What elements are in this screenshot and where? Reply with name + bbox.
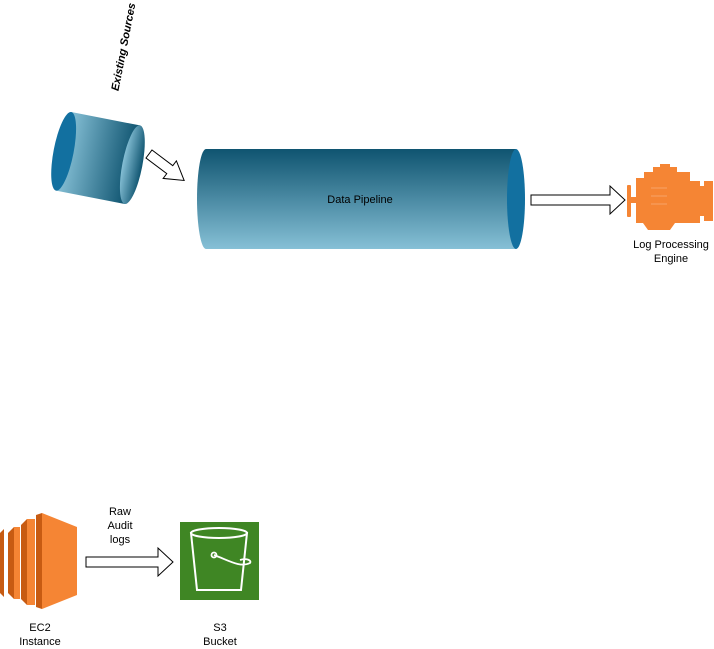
data-pipeline-text: Data Pipeline bbox=[327, 194, 393, 206]
existing-sources-cylinder[interactable] bbox=[46, 110, 150, 206]
engine-label-line2: Engine bbox=[653, 253, 689, 265]
raw-audit-logs-line1: Raw bbox=[108, 506, 131, 518]
arrow-pipeline-to-engine bbox=[530, 184, 626, 216]
ec2-label-line2: Instance bbox=[19, 636, 61, 648]
data-pipeline-cylinder[interactable] bbox=[197, 149, 525, 249]
ec2-icon[interactable] bbox=[0, 513, 77, 609]
raw-audit-logs-line3: logs bbox=[109, 534, 131, 546]
arrow-sources-to-pipeline bbox=[145, 149, 185, 182]
s3-bucket-icon[interactable] bbox=[180, 522, 259, 600]
ec2-label-line1: EC2 bbox=[29, 622, 51, 634]
raw-audit-logs-label: Raw Audit logs bbox=[95, 505, 145, 547]
s3-label-line1: S3 bbox=[213, 622, 227, 634]
raw-audit-logs-line2: Audit bbox=[107, 520, 133, 532]
engine-label-line1: Log Processing bbox=[633, 239, 709, 251]
engine-icon[interactable] bbox=[627, 164, 713, 230]
ec2-instance-label: EC2 Instance bbox=[10, 621, 70, 649]
s3-bucket-label: S3 Bucket bbox=[190, 621, 250, 649]
arrow-ec2-to-s3 bbox=[85, 546, 174, 578]
log-processing-engine-label: Log Processing Engine bbox=[610, 238, 714, 266]
data-pipeline-label: Data Pipeline bbox=[290, 193, 430, 207]
s3-label-line2: Bucket bbox=[203, 636, 237, 648]
